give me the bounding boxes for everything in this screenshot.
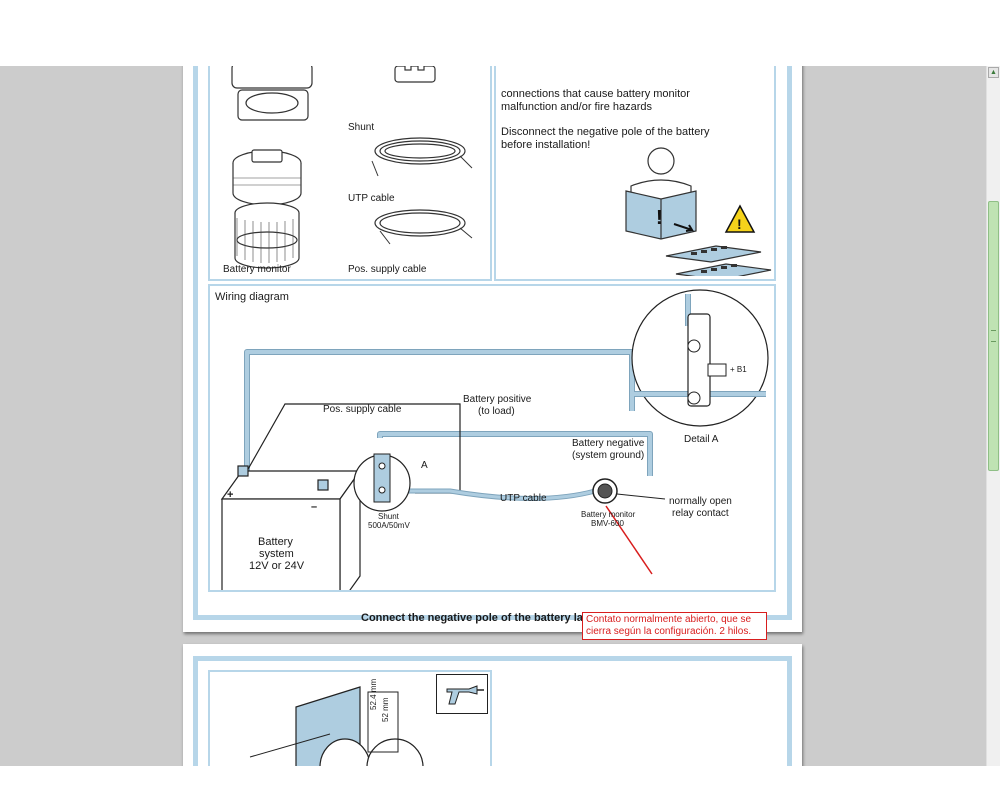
annotation-callout[interactable]: Contato normalmente abierto, que se cier… (582, 612, 767, 640)
part-label-utp-cable: UTP cable (348, 193, 395, 204)
caret-up-icon: ▲ (990, 69, 997, 76)
wiring-diagram (220, 289, 769, 590)
read-manual-illustration: ! ! (625, 147, 772, 276)
scroll-up-button[interactable]: ▲ (988, 67, 999, 78)
vertical-scrollbar[interactable]: ▲ (986, 66, 1000, 766)
battery-label-1: Battery (258, 536, 293, 548)
warning-triangle-icon: ! (724, 204, 756, 233)
wiring-label-monitor-1: Battery monitor (581, 510, 636, 519)
detail-b1-label: + B1 (730, 365, 747, 374)
part-label-shunt: Shunt (348, 122, 375, 133)
battery-plus-terminal: + (227, 489, 234, 501)
warning-text-line3: Disconnect the negative pole of the batt… (501, 126, 710, 138)
drill-icon (436, 674, 488, 714)
battery-minus-terminal: – (311, 501, 318, 513)
wiring-footer-note: Connect the negative pole of the battery… (361, 612, 600, 624)
page-frame (193, 66, 792, 620)
wiring-label-battery-negative-2: (system ground) (572, 450, 645, 461)
wiring-label-battery-positive-1: Battery positive (463, 394, 532, 405)
parts-illustration (231, 66, 473, 269)
part-label-battery-monitor: Battery monitor (223, 264, 291, 275)
wiring-label-detail-marker: A (421, 460, 428, 471)
parts-box: Shunt UTP cable Battery monitor Pos. sup… (208, 66, 492, 281)
warning-text-line1: connections that cause battery monitor (501, 88, 690, 100)
part-label-pos-supply-cable: Pos. supply cable (348, 264, 427, 275)
battery-label-2: system (259, 548, 294, 560)
wiring-label-relay-2: relay contact (672, 508, 729, 519)
svg-text:!: ! (656, 207, 663, 229)
document-viewer[interactable]: Shunt UTP cable Battery monitor Pos. sup… (0, 66, 986, 766)
mounting-illustration: 52.4 mm 52 mm (249, 679, 424, 766)
wiring-label-shunt-1: Shunt (378, 512, 399, 521)
wiring-label-shunt-2: 500A/50mV (368, 521, 410, 530)
wiring-label-battery-positive-2: (to load) (478, 406, 515, 417)
wiring-label-battery-negative-1: Battery negative (572, 438, 645, 449)
wiring-diagram-title: Wiring diagram (215, 291, 289, 303)
warning-text-line4: before installation! (501, 139, 591, 151)
document-page-2: 52.4 mm 52 mm (183, 644, 802, 766)
dimension-label-1: 52.4 mm (369, 679, 378, 710)
dimension-label-2: 52 mm (381, 697, 390, 722)
wiring-diagram-box: Wiring diagram (208, 284, 776, 624)
battery-label-3: 12V or 24V (249, 560, 305, 572)
warning-box: connections that cause battery monitor m… (494, 66, 776, 281)
wiring-label-relay-1: normally open (669, 496, 732, 507)
page-frame (193, 656, 792, 766)
warning-text-line2: malfunction and/or fire hazards (501, 101, 653, 113)
mounting-box: 52.4 mm 52 mm (208, 670, 492, 766)
scroll-thumb[interactable] (988, 201, 999, 471)
scroll-grip-icon (991, 330, 996, 342)
svg-text:!: ! (737, 216, 742, 232)
detail-a-label: Detail A (684, 434, 719, 445)
wiring-label-pos-supply: Pos. supply cable (323, 404, 402, 415)
document-page-1: Shunt UTP cable Battery monitor Pos. sup… (183, 66, 802, 632)
wiring-label-utp-cable: UTP cable (500, 493, 547, 504)
wiring-label-monitor-2: BMV-600 (591, 519, 624, 528)
